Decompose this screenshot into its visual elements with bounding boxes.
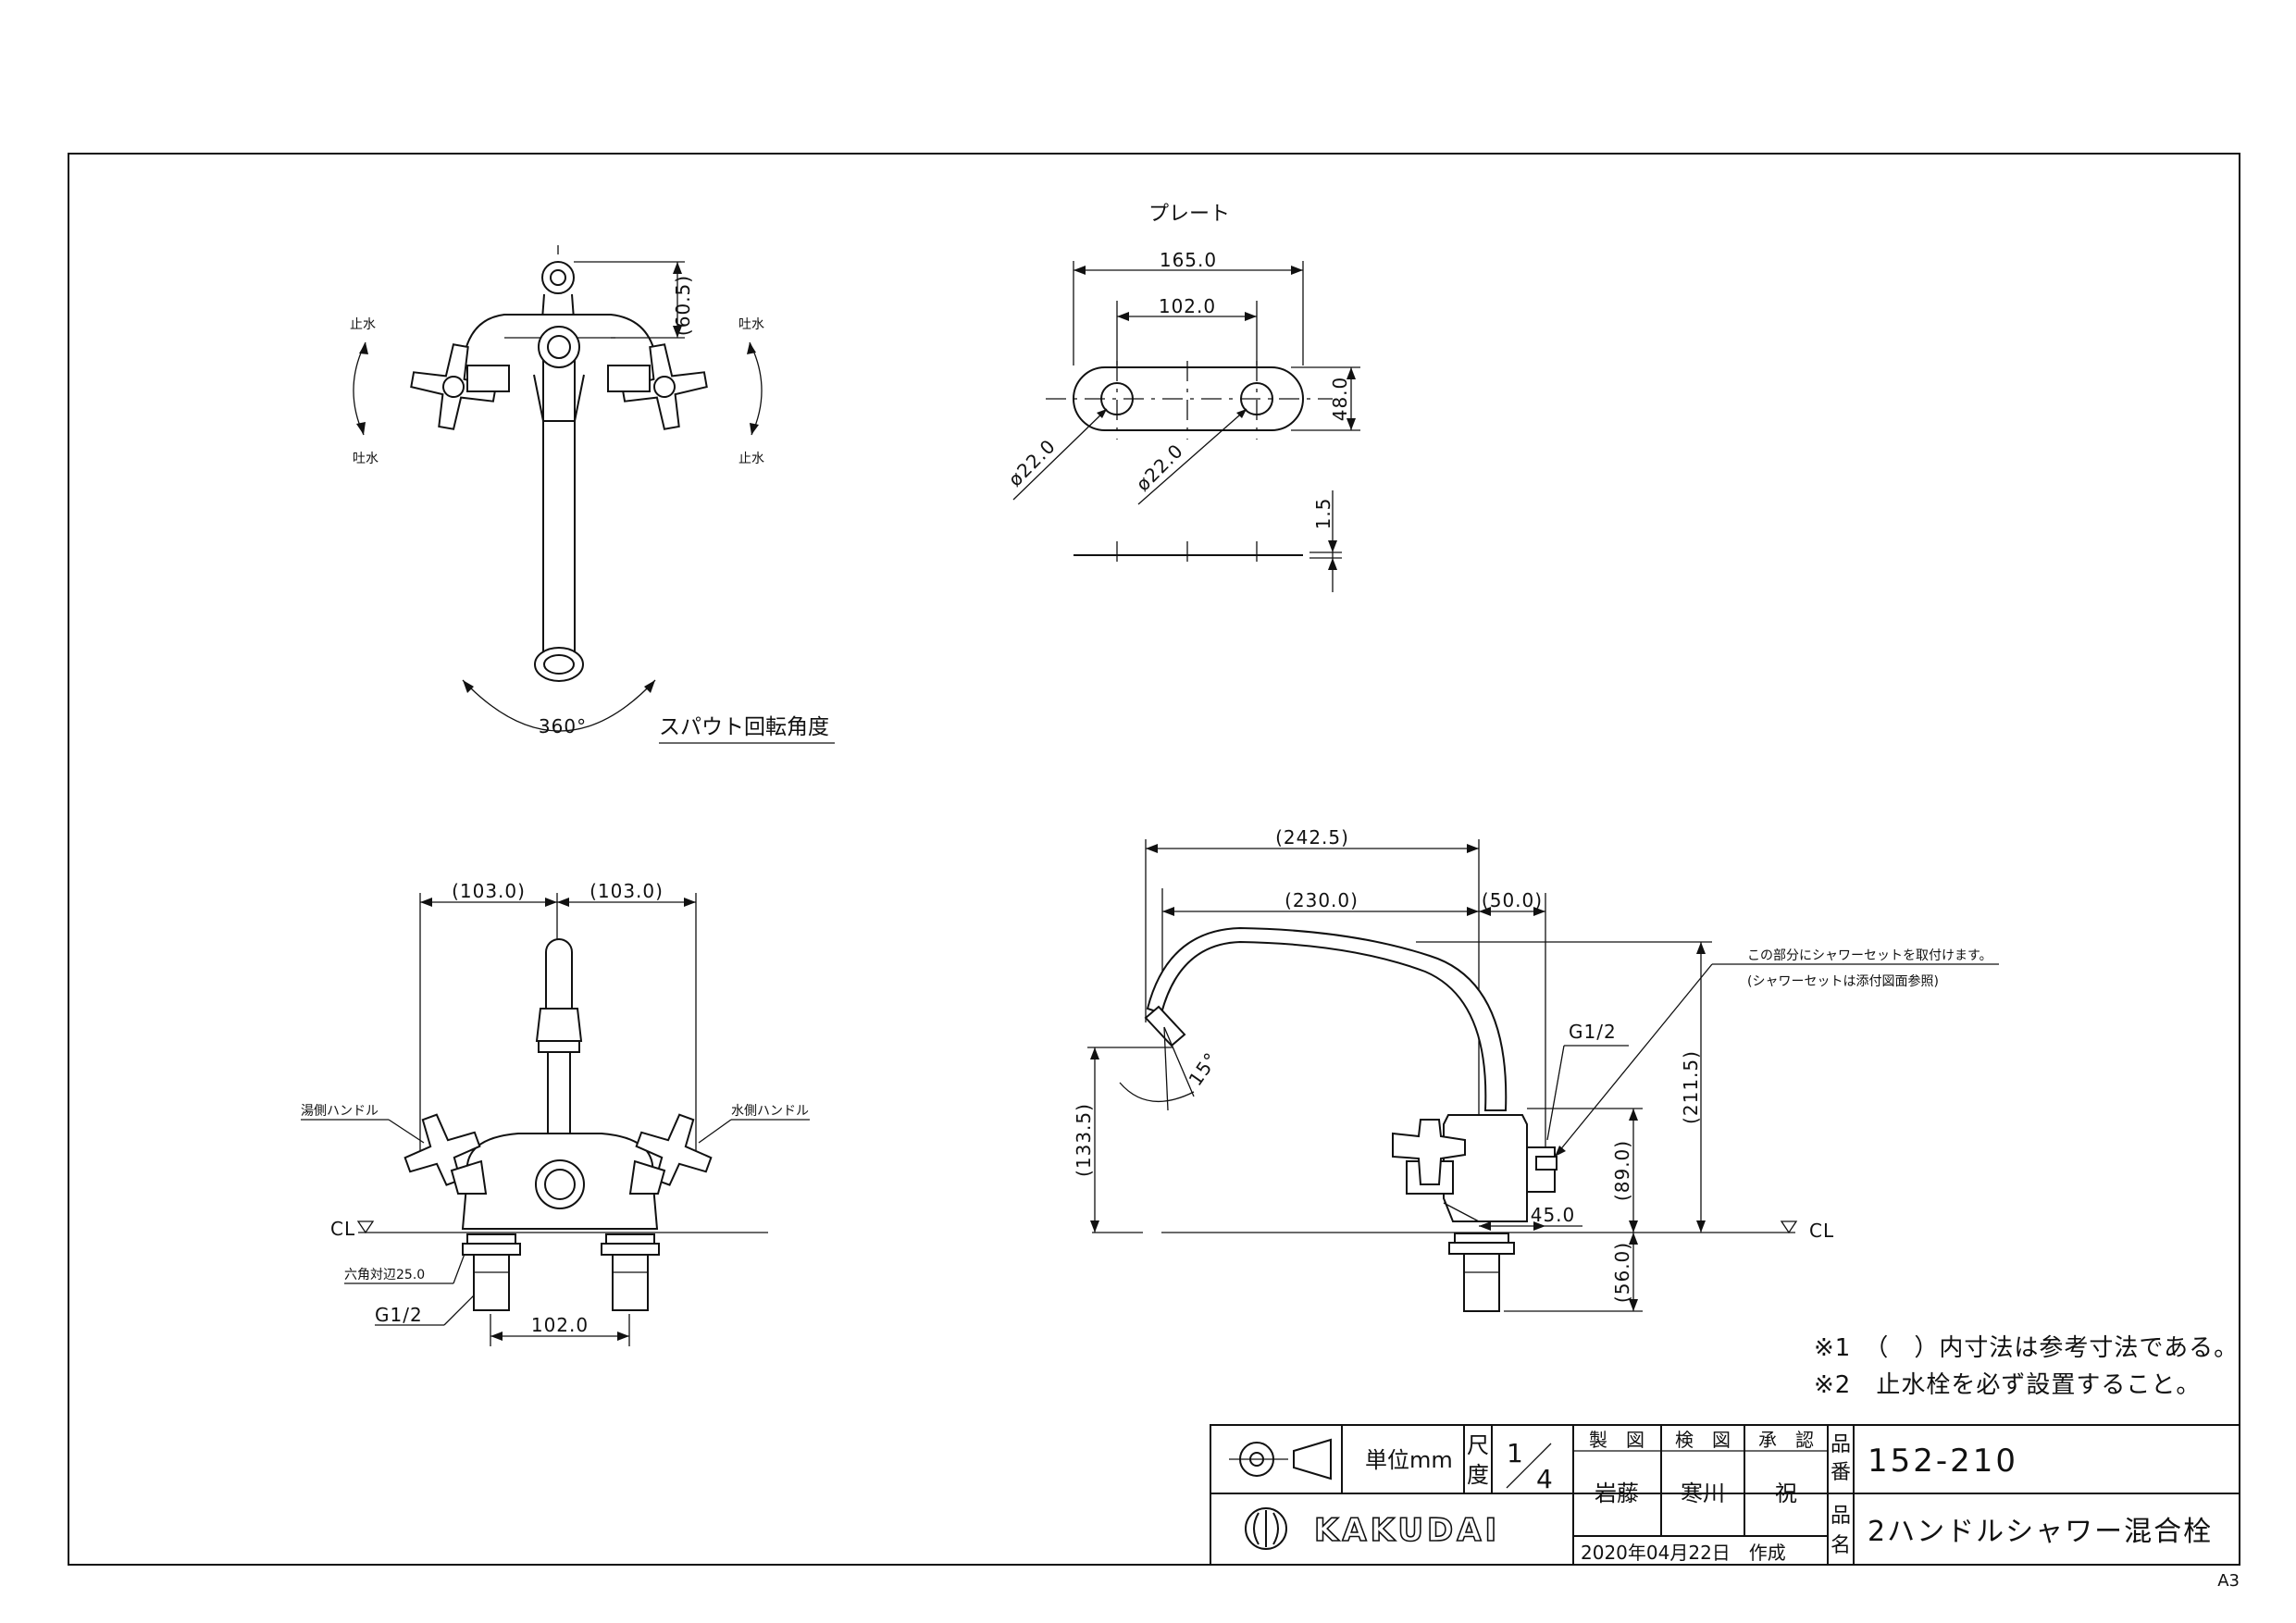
side-view-dim-body: (89.0): [1611, 1140, 1633, 1201]
top-view-aerator-cap: [541, 261, 575, 294]
side-view-dim-reach: (230.0): [1285, 889, 1359, 911]
side-view-shank: [1463, 1253, 1500, 1312]
note-1: ※1 （ ）内寸法は参考寸法である。: [1814, 1334, 2239, 1362]
front-view-label-cl: CL: [330, 1218, 355, 1240]
plate-dim-hole-right: ø22.0: [1132, 440, 1188, 496]
top-view-dim-offset: (60.5): [672, 275, 694, 336]
top-view: (60.5) 止水 吐水 吐水 止水 360° スパウト回転角度: [350, 245, 835, 744]
side-view-dim-height: (211.5): [1680, 1050, 1702, 1124]
plate-dim-pitch: 102.0: [1159, 295, 1216, 317]
side-view-spout: [1146, 926, 1508, 1111]
front-view-left-shank: [462, 1233, 521, 1311]
side-view-body: [1443, 1114, 1528, 1222]
part-no-label-2: 番: [1831, 1461, 1851, 1484]
plate-title: プレート: [1148, 203, 1230, 226]
front-view: (103.0) (103.0) 湯側ハンドル 水側ハンドル CL: [301, 880, 810, 1346]
side-view-aerator: [1144, 1005, 1186, 1047]
front-view-cold-handle: [635, 1113, 713, 1186]
side-view-dim-shank: (56.0): [1611, 1242, 1633, 1303]
top-view-label-stop-left: 止水: [350, 317, 376, 332]
side-view-dim-offset: (50.0): [1482, 889, 1543, 911]
side-view-note-shower-2: (シャワーセットは添付図面参照): [1747, 973, 1939, 989]
plate-view: プレート 165.0 102.0 48.0 ø22.0: [1004, 203, 1360, 592]
front-view-dim-left: (103.0): [452, 880, 526, 902]
projection-symbol-icon: [1229, 1438, 1332, 1481]
top-view-caption: スパウト回転角度: [659, 715, 829, 739]
title-block: 単位mm 尺 度 1 4 製 図 検 図 承 認 岩藤 寒川 祝 品 番 152…: [1210, 1424, 2240, 1566]
scale-label-1: 尺: [1467, 1432, 1489, 1458]
plate-dim-thickness: 1.5: [1312, 498, 1334, 530]
top-view-rotation-angle: 360°: [539, 715, 587, 737]
top-view-left-handle: [410, 343, 497, 430]
brand-name: KAKUDAI: [1314, 1512, 1500, 1549]
side-view-dim-angle: 15°: [1184, 1048, 1222, 1090]
drawn-by: 岩藤: [1595, 1481, 1639, 1506]
part-no-label-1: 品: [1831, 1433, 1851, 1456]
scale-denominator: 4: [1536, 1464, 1553, 1494]
sheet-size: A3: [2217, 1571, 2240, 1591]
front-view-right-shank: [601, 1233, 660, 1311]
part-name-label-2: 名: [1831, 1534, 1851, 1557]
created-date: 2020年04月22日 作成: [1581, 1542, 1786, 1564]
drawing-border: [68, 153, 2240, 1566]
checked-by: 寒川: [1681, 1481, 1725, 1506]
front-view-label-hex: 六角対辺25.0: [344, 1268, 425, 1282]
approved-header: 承 認: [1758, 1429, 1814, 1451]
top-view-label-spout-right: 吐水: [738, 317, 764, 332]
front-view-dim-right: (103.0): [590, 880, 664, 902]
front-view-label-hot: 湯側ハンドル: [301, 1103, 379, 1119]
part-name: 2ハンドルシャワー混合栓: [1868, 1516, 2213, 1548]
top-view-label-spout-left: 吐水: [353, 452, 379, 466]
unit-label: 単位mm: [1365, 1447, 1453, 1473]
scale-label-2: 度: [1467, 1462, 1489, 1488]
side-view-dim-total: (242.5): [1275, 826, 1349, 849]
checked-header: 検 図: [1675, 1429, 1731, 1451]
kakudai-logo-icon: [1245, 1507, 1287, 1550]
plate-dim-width: 48.0: [1329, 377, 1351, 422]
note-2: ※2 止水栓を必ず設置すること。: [1814, 1371, 2201, 1399]
plate-dim-length: 165.0: [1160, 249, 1217, 271]
approved-by: 祝: [1775, 1481, 1797, 1506]
scale-numerator: 1: [1507, 1438, 1523, 1468]
side-view: (242.5) (230.0) (50.0) CL (: [1073, 826, 1999, 1312]
side-view-label-cl: CL: [1809, 1220, 1834, 1242]
front-view-label-thread: G1/2: [375, 1304, 423, 1326]
top-view-spout: [542, 332, 576, 667]
side-view-dim-outlet-height: (133.5): [1073, 1103, 1095, 1177]
side-view-note-shower-1: この部分にシャワーセットを取付けます。: [1747, 948, 1992, 963]
front-view-label-cold: 水側ハンドル: [731, 1104, 809, 1119]
front-view-dim-pitch: 102.0: [531, 1314, 589, 1336]
side-view-handle: [1392, 1119, 1466, 1185]
part-name-label-1: 品: [1831, 1505, 1851, 1528]
side-view-dim-depth: 45.0: [1531, 1204, 1576, 1226]
front-view-spout-column: [547, 1051, 571, 1136]
drawn-header: 製 図: [1589, 1429, 1644, 1451]
part-number: 152-210: [1868, 1443, 2018, 1480]
side-view-label-thread: G1/2: [1569, 1021, 1617, 1043]
top-view-label-stop-right: 止水: [738, 452, 764, 466]
